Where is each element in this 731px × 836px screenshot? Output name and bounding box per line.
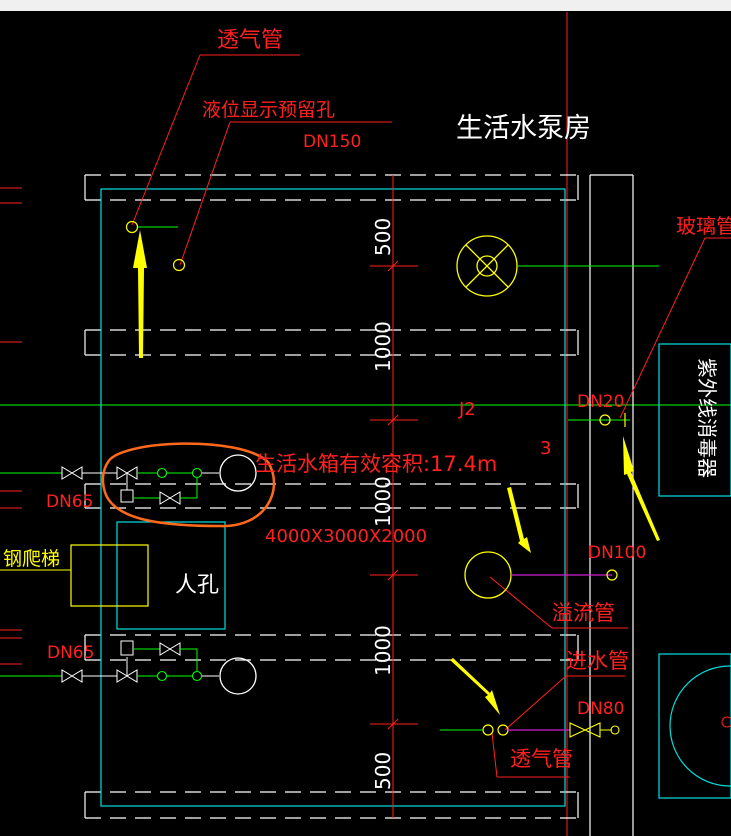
- lower-valve-group: [0, 640, 257, 695]
- tank-size-label: 4000X3000X2000: [265, 526, 427, 547]
- equipment-circle: [669, 665, 731, 787]
- level-hole-circle: [172, 258, 186, 272]
- top-toolbar-strip: [0, 0, 731, 11]
- inlet-pipe-label: 进水管: [566, 649, 629, 673]
- arrow-glass-pipe: [623, 436, 660, 541]
- dim-500-bottom: 500: [371, 752, 395, 790]
- room-title: 生活水泵房: [456, 113, 591, 144]
- leader-lines: [131, 54, 731, 778]
- dn80-label: DN80: [577, 699, 624, 719]
- steel-ladder-label: 钢爬梯: [3, 548, 60, 570]
- dimension-line: [370, 175, 418, 818]
- vent-pipe-label-top: 透气管: [217, 28, 283, 53]
- dn65-upper-label: DN65: [46, 492, 93, 512]
- dn65-lower-label: DN65: [47, 643, 94, 663]
- number-3-label: 3: [540, 438, 551, 459]
- dn150-label: DN150: [303, 132, 361, 152]
- dn100-label: DN100: [588, 543, 646, 563]
- arrow-up-vent: [133, 230, 147, 358]
- glass-pipe-label: 玻璃管: [676, 214, 731, 238]
- dim-1000-c: 1000: [371, 625, 395, 676]
- ladder-box: [70, 544, 149, 607]
- yellow-arrows: [133, 230, 660, 715]
- orange-highlight-loop: [101, 442, 276, 528]
- level-display-hole-label: 液位显示预留孔: [202, 99, 335, 121]
- water-tank-outline: [100, 188, 566, 807]
- arrow-overflow: [507, 487, 531, 553]
- axis-j2-label: J2: [458, 399, 476, 420]
- tank-volume-label: 生活水箱有效容积:17.4m: [255, 452, 497, 476]
- upper-valve-group: [0, 454, 257, 505]
- dim-1000-b: 1000: [371, 476, 395, 527]
- inlet-pipe-circle: [497, 724, 509, 736]
- vent-pipe-circle-top: [125, 220, 139, 234]
- dashed-walls: [85, 174, 578, 819]
- right-wall: [589, 174, 634, 836]
- left-red-ticks: [0, 187, 22, 665]
- overflow-pipe-circle: [464, 551, 512, 599]
- overflow-pipe-label: 溢流管: [552, 601, 615, 625]
- equipment-box: [658, 653, 731, 799]
- wall-ends: [84, 175, 579, 818]
- glass-pipe-circle: [599, 414, 611, 426]
- dim-500-top: 500: [371, 218, 395, 256]
- manhole-box: [116, 521, 226, 630]
- manhole-label: 人孔: [175, 573, 219, 598]
- dn20-label: DN20: [577, 392, 624, 412]
- arrow-bottom-vent: [450, 658, 500, 715]
- uv-sterilizer-box: [658, 343, 731, 497]
- dim-1000-a: 1000: [371, 321, 395, 372]
- vent-pipe-circle-bottom: [482, 724, 494, 736]
- vent-pipe-label-bottom: 透气管: [510, 747, 573, 771]
- uv-sterilizer-label: 紫外线消毒器: [695, 358, 719, 478]
